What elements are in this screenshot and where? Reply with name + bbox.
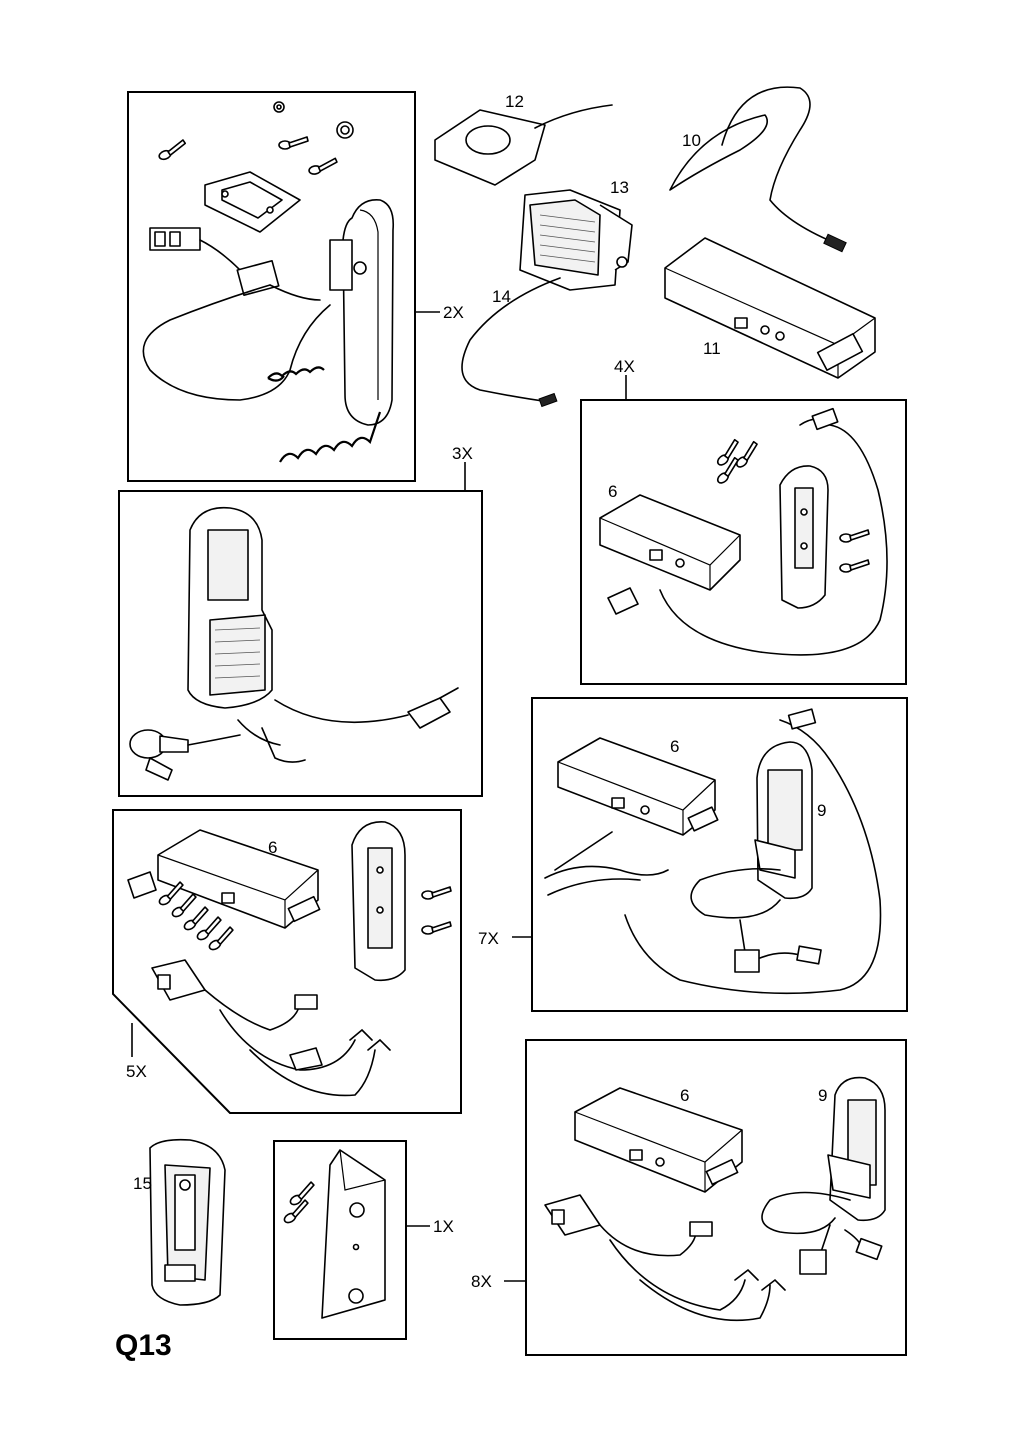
coil-cord-long-icon xyxy=(279,411,382,463)
kit-4x-frame xyxy=(580,399,907,685)
callout-6-kit8: 6 xyxy=(680,1086,689,1105)
connector-icon xyxy=(787,708,817,730)
coil-cord-icon xyxy=(267,366,325,382)
connector-icon xyxy=(734,949,760,973)
plug-icon xyxy=(407,687,459,729)
microphone-icon xyxy=(129,729,241,781)
phone-cradle-icon xyxy=(779,465,829,609)
kit-4x-group: 4X 6 xyxy=(580,357,907,685)
control-unit-11: 11 xyxy=(664,237,876,379)
holder-15: 15 xyxy=(133,1138,226,1306)
connector-icon xyxy=(799,407,839,431)
speaker-13: 13 14 xyxy=(461,178,633,408)
kit-8x-frame xyxy=(525,1039,907,1356)
cable-loop-icon xyxy=(142,284,331,401)
holder-with-speaker-icon xyxy=(187,506,273,709)
clip-icon xyxy=(607,587,639,615)
adapter-cables-icon xyxy=(204,989,376,1097)
callout-8x: 8X xyxy=(471,1272,492,1291)
control-module-icon xyxy=(574,1087,743,1193)
callout-5x: 5X xyxy=(126,1062,147,1081)
connector-icon xyxy=(294,994,318,1010)
callout-3x: 3X xyxy=(452,444,473,463)
screw-icon xyxy=(421,921,452,935)
kit-8x-group: 8X 6 9 xyxy=(471,1039,907,1356)
antenna-cable-icon xyxy=(624,719,882,995)
phone-cradle-icon xyxy=(351,821,406,982)
antenna-10: 10 xyxy=(669,86,847,253)
nut-icon xyxy=(273,101,354,139)
callout-14: 14 xyxy=(492,287,511,306)
power-cable-icon xyxy=(274,699,409,724)
callout-1x: 1X xyxy=(433,1217,454,1236)
jack-plug-icon xyxy=(349,1028,391,1051)
screw-icon xyxy=(155,136,340,176)
callout-9-kit8: 9 xyxy=(818,1086,827,1105)
control-module-icon xyxy=(157,829,321,929)
callout-10: 10 xyxy=(682,131,701,150)
callout-15: 15 xyxy=(133,1174,152,1193)
kit-3x-frame xyxy=(118,490,483,797)
clip-icon xyxy=(127,871,157,899)
kit-7x-group: 7X 6 9 xyxy=(478,697,908,1012)
callout-4x: 4X xyxy=(614,357,635,376)
cable-splitter-icon xyxy=(237,719,306,763)
callout-6-kit4: 6 xyxy=(608,482,617,501)
screw-icon xyxy=(839,529,870,543)
callout-2x: 2X xyxy=(443,303,464,322)
kit-1x-frame xyxy=(273,1140,407,1340)
callout-7x: 7X xyxy=(478,929,499,948)
callout-6-kit7: 6 xyxy=(670,737,679,756)
screw-icon xyxy=(421,886,452,900)
screw-icon xyxy=(839,559,870,573)
connector-icon xyxy=(799,1249,827,1275)
kit-2x-group: 2X xyxy=(127,91,464,482)
bracket-icon xyxy=(321,1149,386,1319)
control-module-icon xyxy=(599,494,741,591)
page-code: Q13 xyxy=(115,1329,172,1362)
kit-3x-group: 3X xyxy=(118,444,483,797)
callout-12: 12 xyxy=(505,92,524,111)
control-module-icon xyxy=(557,737,719,836)
kit-5x-frame xyxy=(112,809,462,1114)
adapter-connector-icon xyxy=(151,959,206,1001)
connector-icon xyxy=(149,227,280,297)
kit-7x-frame xyxy=(531,697,908,1012)
callout-11: 11 xyxy=(703,339,721,358)
jack-plug-icon xyxy=(734,1268,786,1291)
callout-9-kit7: 9 xyxy=(817,801,826,820)
cradle-cable-icon xyxy=(690,867,781,953)
clip-icon xyxy=(289,1047,323,1071)
antenna-cable-icon xyxy=(659,424,888,656)
callout-13: 13 xyxy=(610,178,629,197)
callout-6-kit5: 6 xyxy=(268,838,277,857)
phone-cradle-icon xyxy=(827,1076,886,1222)
antenna-pad-12: 12 xyxy=(434,92,613,186)
cable-14 xyxy=(461,277,561,403)
wiring-harness-icon xyxy=(544,831,669,896)
kit-2x-frame xyxy=(127,91,416,482)
connector-icon xyxy=(689,1221,713,1237)
kit-5x-group: 5X 6 xyxy=(112,809,462,1114)
handset-icon xyxy=(329,199,395,426)
adapter-connector-icon xyxy=(544,1194,601,1236)
mounting-plate-icon xyxy=(204,171,301,233)
phone-cradle-icon xyxy=(754,741,813,900)
kit-1x-group: 1X xyxy=(273,1140,454,1340)
